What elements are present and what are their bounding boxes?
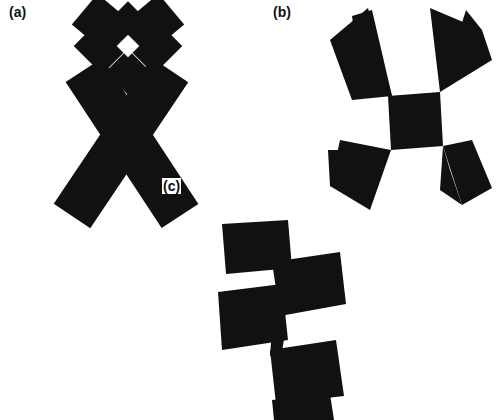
panel-label: (c) <box>162 178 181 194</box>
rhombus <box>440 146 462 205</box>
tile <box>270 326 286 356</box>
figure-a <box>72 0 184 216</box>
rhombus <box>330 8 392 100</box>
hole <box>117 35 140 58</box>
figure-c <box>218 220 346 420</box>
rhombus <box>352 10 392 96</box>
tile <box>388 92 443 150</box>
rhombus <box>440 10 482 92</box>
arm <box>84 70 180 216</box>
figure-b <box>328 8 492 210</box>
tile <box>282 264 296 290</box>
tile <box>272 394 334 420</box>
rhombus <box>330 140 391 200</box>
panel-label: (b) <box>272 4 292 20</box>
rhombus <box>430 8 492 92</box>
panel-label: (a) <box>8 4 27 20</box>
